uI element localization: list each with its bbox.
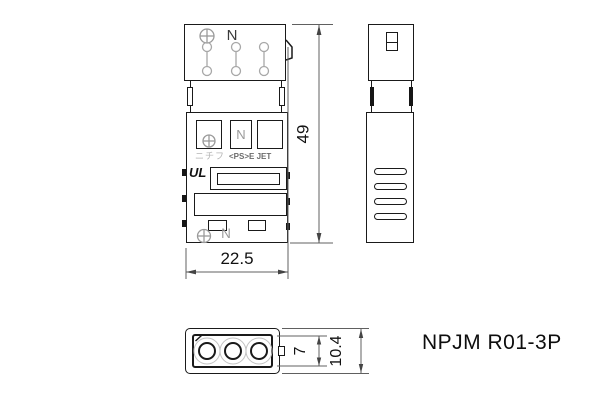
side-latch-window: [386, 32, 398, 51]
side-neck-section: [371, 80, 412, 113]
body-rib: [285, 198, 290, 205]
arrowhead: [278, 269, 288, 275]
body-rib: [285, 172, 290, 179]
body-rib: [285, 223, 290, 230]
body-rib: [182, 220, 186, 227]
arrowhead: [358, 329, 364, 338]
arrowhead: [316, 233, 322, 243]
dimension-plug-inner-height-label: 7: [292, 346, 309, 356]
front-neck-latch-left: [187, 87, 193, 106]
side-latch-window-divider: [387, 41, 397, 43]
front-top-neutral-label: N: [226, 27, 238, 44]
front-window-neutral-label: N: [236, 127, 246, 142]
brand-marking: ニチフ: [195, 151, 226, 161]
side-latch-right: [409, 87, 413, 106]
side-vent-slot: [374, 183, 407, 190]
side-vent-slot: [374, 213, 407, 220]
body-rib: [182, 169, 186, 176]
front-lower-plate: [194, 193, 287, 216]
side-latch-left: [370, 87, 374, 106]
arrowhead: [316, 25, 322, 35]
part-number-label: NPJM R01-3P: [422, 331, 562, 354]
arrowhead: [358, 364, 364, 373]
plug-face-inner-frame: [192, 334, 273, 368]
front-small-port-right: [248, 220, 266, 231]
dimension-height-label: 49: [293, 124, 313, 144]
dimension-plug-outer-height-label: 10.4: [328, 335, 345, 367]
front-neck-section: [190, 80, 282, 113]
front-window-neutral: [230, 120, 252, 149]
arrowhead: [316, 336, 322, 345]
side-vent-slot: [374, 168, 407, 175]
pse-jet-certification-marking: <PS>E JET: [229, 152, 272, 161]
plug-face-tab: [278, 346, 285, 356]
front-window-line: [257, 120, 283, 149]
front-window-earth: [196, 120, 222, 149]
front-label-window: [217, 173, 280, 185]
ul-mark: UL: [189, 165, 207, 180]
front-bottom-neutral-label: N: [221, 226, 231, 241]
arrowhead: [316, 357, 322, 366]
front-neck-latch-right: [279, 87, 285, 106]
mounting-hook: [285, 39, 293, 61]
arrowhead: [186, 269, 196, 275]
body-rib: [182, 195, 186, 202]
side-main-body: [366, 112, 414, 243]
side-vent-slot: [374, 198, 407, 205]
front-small-port-left: [208, 220, 227, 231]
dimension-width-label: 22.5: [220, 249, 254, 268]
